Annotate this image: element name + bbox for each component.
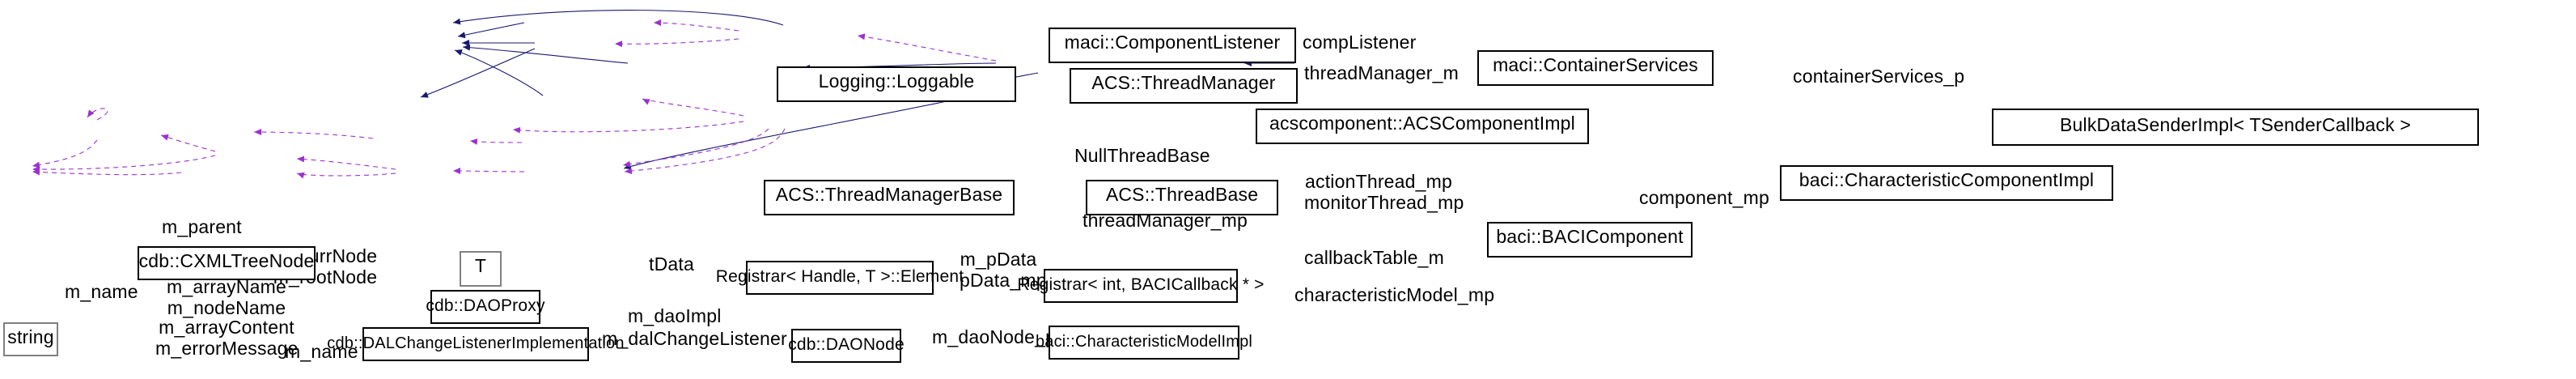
node-maci-componentlistener[interactable]: maci::ComponentListener [1049, 28, 1296, 63]
edge-label-threadmanager-mp: threadManager_mp [1083, 212, 1248, 232]
inheritance-edges [420, 10, 1294, 170]
node-cdb-dalchangelistenerimplementation[interactable]: cdb::DALChangeListenerImplementation [327, 327, 625, 361]
node-acscomponent-acscomponentimpl[interactable]: acscomponent::ACSComponentImpl [1256, 109, 1589, 144]
edge-label-containerservices-p: containerServices_p [1793, 68, 1965, 87]
edge-label-m-daonode-p: m_daoNode_p [932, 329, 1057, 348]
node-logging-loggable[interactable]: Logging::Loggable [777, 66, 1016, 102]
node-baci-characteristicmodelimpl[interactable]: baci::CharacteristicModelImpl [1036, 326, 1252, 360]
edge-label-m-pdata-pdata-mp: m_pData pData_mp [960, 251, 1047, 291]
node-registrar-int-bacicallback[interactable]: Registrar< int, BACICallback * > [1017, 269, 1264, 303]
edge-label-component-mp: component_mp [1639, 190, 1769, 209]
edge-label-tdata: tData [649, 256, 694, 275]
edge-label-m-fields: m_arrayName m_nodeName m_arrayContent m_… [155, 279, 299, 359]
node-baci-bacicomponent[interactable]: baci::BACIComponent [1487, 222, 1693, 258]
edge-label-complistener: compListener [1303, 34, 1417, 53]
node-registrar-handle-t-element[interactable]: Registrar< Handle, T >::Element [716, 261, 964, 295]
edge-label-m-parent: m_parent [162, 219, 242, 238]
node-acs-threadmanager[interactable]: ACS::ThreadManager [1070, 68, 1298, 104]
node-cdb-daoproxy[interactable]: cdb::DAOProxy [426, 290, 544, 324]
node-acs-threadmanagerbase[interactable]: ACS::ThreadManagerBase [764, 180, 1015, 215]
edge-label-m-daoimpl: m_daoImpl [628, 308, 722, 327]
edge-label-characteristicmodel-mp: characteristicModel_mp [1294, 287, 1495, 306]
node-cdb-cxmltreenode[interactable]: cdb::CXMLTreeNode [138, 246, 316, 280]
node-baci-characteristiccomponentimpl[interactable]: baci::CharacteristicComponentImpl [1780, 165, 2113, 201]
node-acs-threadbase[interactable]: ACS::ThreadBase [1086, 180, 1278, 215]
node-t[interactable]: T [460, 251, 502, 287]
edge-label-m-dalchangelistener: m_dalChangeListener [602, 330, 787, 350]
node-string[interactable]: string [3, 322, 58, 356]
edge-label-nullthreadbase: NullThreadBase [1074, 147, 1210, 167]
usage-edges [32, 19, 997, 179]
edge-label-actionthread-monitorthread: actionThread_mp monitorThread_mp [1304, 173, 1464, 213]
edge-label-m-name-left: m_name [65, 283, 138, 303]
edge-label-callbacktable-m: callbackTable_m [1304, 249, 1445, 269]
edge-label-m-name-bottom: m_name [285, 343, 358, 363]
node-cdb-daonode[interactable]: cdb::DAONode [788, 329, 905, 363]
node-bulkdatasenderimpl[interactable]: BulkDataSenderImpl< TSenderCallback > [1992, 109, 2479, 146]
node-maci-containerservices[interactable]: maci::ContainerServices [1477, 50, 1714, 86]
edge-label-threadmanager-m: threadManager_m [1304, 65, 1459, 84]
